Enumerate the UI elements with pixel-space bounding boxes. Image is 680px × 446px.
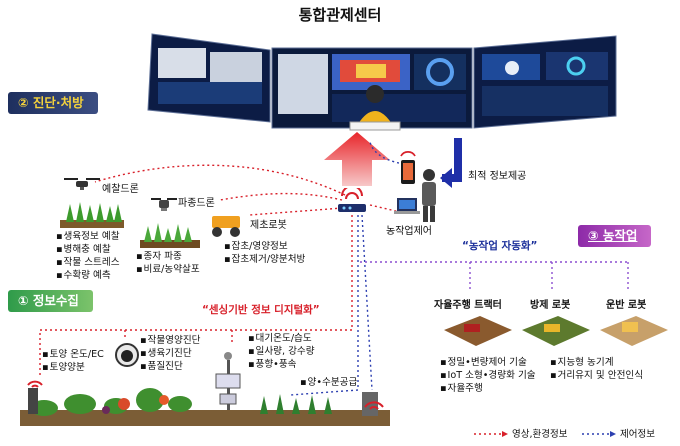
- irrigation-list: 양•수분공급: [300, 376, 358, 389]
- seeding-drone-label: 파종드론: [178, 198, 215, 209]
- crop-item: 품질진단: [140, 360, 200, 373]
- weeding-robot-icon: [208, 212, 244, 238]
- camera-icon: [114, 342, 140, 368]
- iot-router-icon: [334, 185, 370, 216]
- upload-arrow-icon: [322, 130, 392, 186]
- info-provision-label: 최적 정보제공: [468, 171, 527, 182]
- legend: 영상,환경정보 제어정보: [474, 424, 674, 442]
- seeding-crops-image: [140, 220, 200, 248]
- weeding-item: 잡초/영양정보: [224, 240, 305, 253]
- weeding-robot-label: 제초로봇: [250, 220, 287, 231]
- weather-station-icon: [210, 350, 246, 426]
- automation-slogan: “농작업 자동화”: [462, 240, 538, 252]
- legend-blue-line: [582, 431, 616, 437]
- crop-item: 작물영양진단: [140, 334, 201, 347]
- section-diagnosis: ② 진단·처방: [8, 92, 98, 114]
- section-collection: ① 정보수집: [8, 290, 93, 312]
- info-provision-arrow-icon: [440, 138, 472, 198]
- wifi-icon: [26, 374, 44, 388]
- robot-feature-item: IoT 소형•경량화 기술: [440, 369, 536, 382]
- seeding-drone-icon: [150, 195, 178, 215]
- weather-item: 대기온도/습도: [248, 332, 315, 345]
- legend-red-line: [474, 431, 508, 437]
- robot-feature-item: 자율주행: [440, 382, 536, 395]
- farmer-icon: [418, 168, 440, 224]
- field-illustration: [20, 370, 390, 426]
- robot-feature-item: 지능형 농기계: [550, 356, 643, 369]
- seeding-info-list: 종자 파종 비료/농약살포: [136, 250, 200, 276]
- soil-item: 토양 온도/EC: [42, 348, 104, 361]
- weather-item: 일사량, 강수량: [248, 345, 315, 358]
- page-title: 통합관제센터: [298, 6, 382, 24]
- scout-drone-icon: [62, 176, 102, 192]
- robot-label-spraying: 방제 로봇: [530, 300, 571, 311]
- robot-feature-item: 거리유지 및 안전인식: [550, 369, 644, 382]
- weeding-item: 잡초제거/양분처방: [224, 253, 306, 266]
- section-operation: ③ 농작업: [578, 225, 652, 247]
- seeding-item: 비료/농약살포: [136, 263, 200, 276]
- soil-item: 토양양분: [42, 361, 104, 374]
- operator-illustration: [330, 84, 420, 134]
- scout-item: 생육정보 예찰: [56, 230, 120, 243]
- robot-features-right: 지능형 농기계 거리유지 및 안전인식: [550, 356, 644, 382]
- weeding-info-list: 잡초/영양정보 잡초제거/양분처방: [224, 240, 306, 266]
- farm-control-label: 농작업제어: [386, 226, 432, 237]
- irrigation-item: 양•수분공급: [300, 376, 358, 389]
- scout-info-list: 생육정보 예찰 병해충 예찰 작물 스트레스 수확량 예측: [56, 230, 120, 282]
- wifi-icon: [363, 395, 385, 410]
- scout-item: 병해충 예찰: [56, 243, 120, 256]
- robot-feature-item: 정밀•변량제어 기술: [440, 356, 536, 369]
- scout-item: 작물 스트레스: [56, 256, 120, 269]
- robot-label-tractor: 자율주행 트랙터: [434, 300, 502, 311]
- scout-crops-image: [60, 200, 124, 228]
- scout-item: 수확량 예측: [56, 269, 120, 282]
- crop-item: 생육기진단: [140, 347, 200, 360]
- robot-tiles: [440, 310, 672, 352]
- laptop-icon: [394, 196, 420, 216]
- legend-red-label: 영상,환경정보: [512, 429, 568, 440]
- robot-features-left: 정밀•변량제어 기술 IoT 소형•경량화 기술 자율주행: [440, 356, 536, 395]
- seeding-item: 종자 파종: [136, 250, 200, 263]
- section-operation-text: ③ 농작업: [588, 228, 638, 243]
- soil-sensor-list: 토양 온도/EC 토양양분: [42, 348, 104, 374]
- robot-label-transport: 운반 로봇: [606, 300, 647, 311]
- digitization-slogan: “센싱기반 정보 디지털화”: [202, 304, 320, 316]
- scout-drone-label: 예찰드론: [102, 184, 139, 195]
- crop-sensor-list: 작물영양진단 생육기진단 품질진단: [140, 334, 201, 373]
- weather-item: 풍향•풍속: [248, 358, 315, 371]
- smartphone-icon: [398, 150, 418, 186]
- weather-sensor-list: 대기온도/습도 일사량, 강수량 풍향•풍속: [248, 332, 315, 371]
- legend-blue-label: 제어정보: [620, 429, 655, 440]
